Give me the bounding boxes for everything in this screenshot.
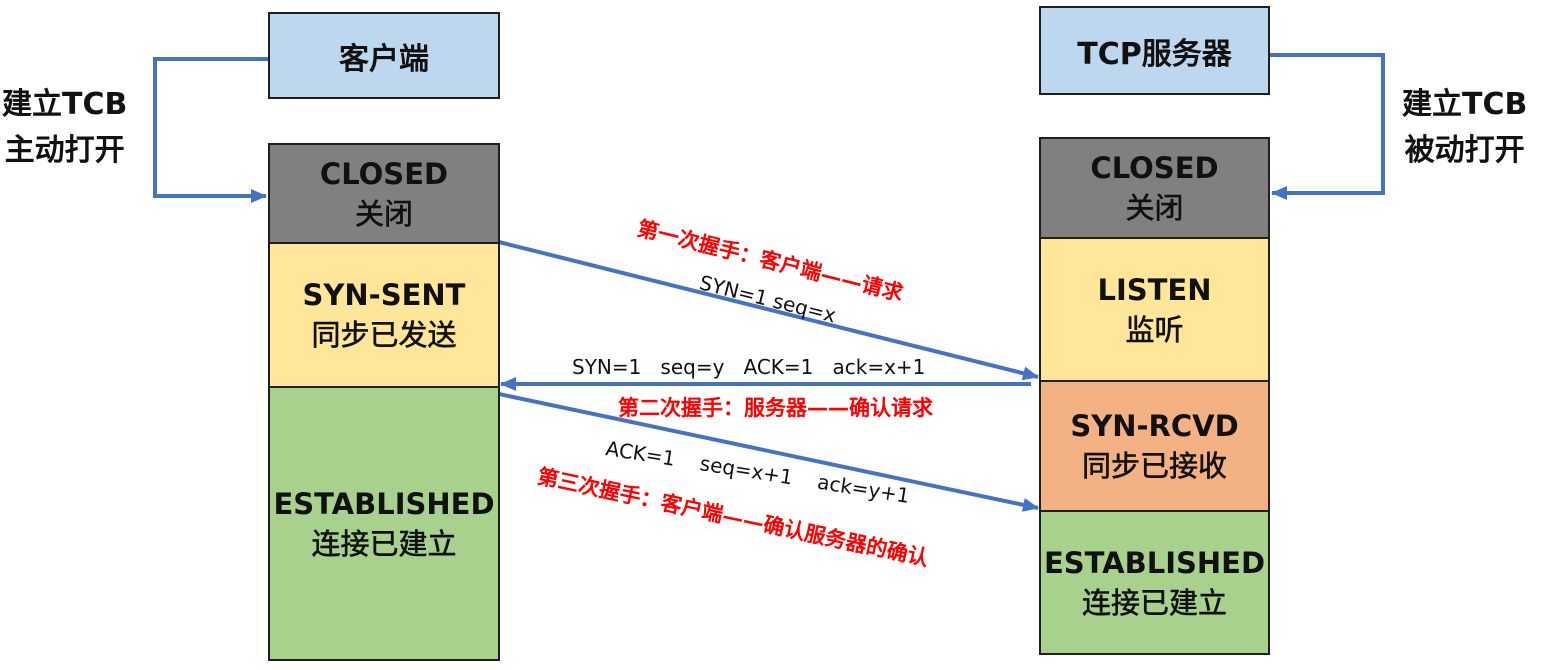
state-name-zh: 连接已建立 [311, 526, 457, 561]
server-state-listen: LISTEN 监听 [1039, 237, 1270, 382]
handshake-3-arrow [498, 392, 1039, 512]
state-name-zh: 监听 [1125, 312, 1184, 347]
state-name-en: SYN-RCVD [1070, 409, 1239, 443]
client-header-box: 客户端 [268, 12, 500, 99]
server-open-label-line1: 建立TCB [1402, 87, 1528, 122]
state-name-zh: 连接已建立 [1081, 585, 1228, 620]
server-header-box: TCP服务器 [1039, 6, 1270, 95]
state-name-en: SYN-SENT [302, 278, 466, 312]
state-name-zh: 同步已接收 [1081, 449, 1228, 484]
client-open-label: 建立TCB 主动打开 [2, 82, 127, 174]
handshake-1-arrow [498, 240, 1039, 381]
state-name-en: ESTABLISHED [1043, 545, 1266, 580]
server-state-closed: CLOSED 关闭 [1039, 137, 1270, 239]
server-open-label-line2: 被动打开 [1404, 133, 1525, 168]
client-state-syn-sent: SYN-SENT 同步已发送 [268, 242, 500, 388]
server-open-connector [1269, 53, 1385, 200]
state-name-en: CLOSED [1090, 151, 1219, 185]
server-state-syn-rcvd: SYN-RCVD 同步已接收 [1039, 380, 1270, 512]
state-name-en: CLOSED [319, 156, 449, 191]
server-title: TCP服务器 [1077, 36, 1232, 72]
state-name-zh: 同步已发送 [311, 318, 457, 353]
handshake-2-title: 第二次握手：服务器——确认请求 [618, 396, 933, 420]
client-title: 客户端 [339, 41, 429, 77]
handshake-2-fields: SYN=1 seq=y ACK=1 ack=x+1 [572, 355, 926, 379]
client-open-label-line2: 主动打开 [4, 133, 125, 168]
server-state-established: ESTABLISHED 连接已建立 [1039, 510, 1270, 655]
client-state-established: ESTABLISHED 连接已建立 [268, 386, 500, 661]
client-open-label-line1: 建立TCB [2, 87, 128, 122]
state-name-zh: 关闭 [1125, 191, 1184, 226]
state-name-en: LISTEN [1097, 272, 1212, 307]
client-open-connector [153, 57, 268, 203]
client-state-closed: CLOSED 关闭 [268, 143, 500, 244]
state-name-zh: 关闭 [354, 196, 414, 231]
server-open-label: 建立TCB 被动打开 [1402, 82, 1527, 174]
state-name-en: ESTABLISHED [273, 486, 495, 521]
